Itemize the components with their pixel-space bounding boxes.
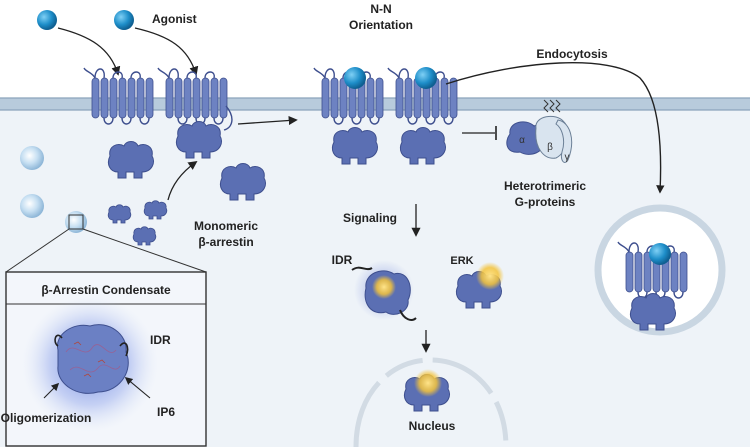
condensate-inset: β-Arrestin Condensate IDR Oligomerizatio…	[1, 271, 207, 447]
endosome	[594, 204, 726, 336]
transition-arrow	[237, 115, 298, 126]
condensate-droplet	[65, 211, 87, 233]
inset-ip6-label: IP6	[157, 405, 175, 419]
erk-icon	[476, 262, 504, 290]
bound-agonist-icon	[649, 243, 671, 265]
nn-label-line2: Orientation	[349, 18, 413, 32]
condensate-droplet	[20, 194, 44, 218]
inset-idr-label: IDR	[150, 333, 171, 347]
agonist-icon	[37, 10, 57, 30]
condensate-droplet	[20, 146, 44, 170]
condensate-body	[57, 324, 129, 394]
g-gamma-label: γ	[565, 152, 570, 163]
agonist-icon	[114, 10, 134, 30]
bound-agonist-icon	[344, 67, 366, 89]
g-beta-label: β	[547, 142, 553, 153]
signaling-label: Signaling	[343, 211, 397, 225]
erk-label: ERK	[450, 255, 473, 267]
zoom-line	[5, 228, 70, 273]
idr-label: IDR	[332, 253, 353, 267]
heterotrimeric-label-line2: G-proteins	[515, 195, 576, 209]
inset-oligomerization-label: Oligomerization	[1, 411, 92, 425]
heterotrimeric-label-line1: Heterotrimeric	[504, 179, 586, 193]
agonist-label: Agonist	[152, 12, 197, 26]
zoom-line	[82, 228, 207, 273]
endocytosis-label: Endocytosis	[536, 47, 608, 61]
erk-icon	[414, 369, 442, 397]
g-alpha-label: α	[519, 135, 525, 146]
bound-agonist-icon	[415, 67, 437, 89]
binding-arrow	[134, 27, 199, 76]
inset-title: β-Arrestin Condensate	[41, 283, 171, 297]
monomeric-label-line1: Monomeric	[194, 219, 258, 233]
endocytosis-arrow	[445, 62, 665, 194]
nn-label-line1: N-N	[370, 2, 391, 16]
nucleus	[353, 357, 509, 447]
nucleus-label: Nucleus	[409, 419, 456, 433]
recruitment-arrow	[167, 160, 198, 201]
monomeric-label-line2: β-arrestin	[198, 235, 253, 249]
zoom-box	[68, 214, 84, 230]
binding-arrow	[57, 27, 121, 76]
g-protein-icon: α β γ	[506, 99, 573, 163]
